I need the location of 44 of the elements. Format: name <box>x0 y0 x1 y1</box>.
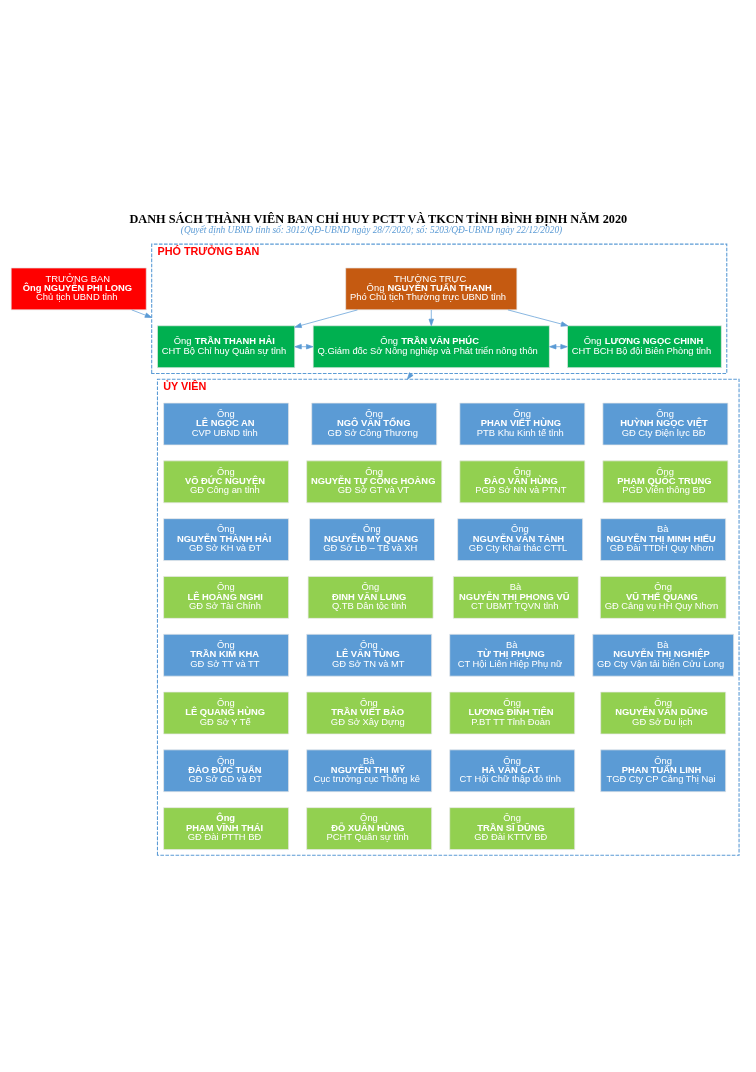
node-box: Ông NGUYỄN TỰ CÔNG HOÀNG GĐ Sở GT và VT <box>306 460 443 504</box>
node-box: Bà NGUYỄN THỊ PHONG VŨ CT UBMT TQVN tỉnh <box>452 576 579 619</box>
node-box: Bà NGUYỄN THỊ NGHIỆP GĐ Cty Vận tải biển Cửu Long <box>592 633 734 677</box>
node-box: Ông ĐÀO ĐỨC TUẤN GĐ Sở GD và ĐT <box>163 749 289 793</box>
node-box: Ông LÊ QUANG HÙNG GĐ Sở Y Tế <box>163 691 289 735</box>
arrow <box>507 309 569 327</box>
node-box: Ông LÊ VĂN TÙNG GĐ Sở TN và MT <box>306 633 432 677</box>
node-box: Ông PHẠM VĨNH THÁI GĐ Đài PTTH BĐ <box>163 807 289 850</box>
node-box: Ông LÊ HOÀNG NGHI GĐ Sở Tài Chính <box>163 576 289 619</box>
node-box: Ông ĐÀO VĂN HÙNG PGĐ Sở NN và PTNT <box>459 460 586 504</box>
arrow <box>428 309 434 327</box>
node-box: Bà NGUYỄN THỊ MINH HIẾU GĐ Đài TTDH Quy Nhơn <box>600 518 727 561</box>
node-box: Ông VŨ THẾ QUANG GĐ Cảng vụ HH Quy Nhơn <box>600 576 727 619</box>
node-box: Ông PHAN TUẤN LINH TGĐ Cty CP Cảng Thị Nại <box>600 749 727 793</box>
node-box: Ông PHẠM QUỐC TRUNG PGĐ Viễn thông BĐ <box>602 460 729 504</box>
caption: (Quyết định UBND tỉnh số: 3012/QĐ-UBND ngày 28/7/2020; số: 5203/QĐ-UBND ngày 22/12/2020) <box>180 224 563 235</box>
arrow <box>549 344 568 350</box>
node-box: Ông VÕ ĐỨC NGUYỆN GĐ Công an tỉnh <box>163 460 289 504</box>
node-box: Ông NGUYỄN VĂN TÁNH GĐ Cty Khai thác CTTL <box>457 518 583 561</box>
node-box: Ông PHAN VIẾT HÙNG PTB Khu Kinh tế tỉnh <box>459 402 586 446</box>
arrow <box>294 344 314 350</box>
node-box: Ông TRẦN VIẾT BẢO GĐ Sở Xây Dựng <box>306 691 432 735</box>
arrow <box>131 309 153 318</box>
node-box: Ông TRẦN THANH HẢI CHT Bộ Chỉ huy Quân sự tỉnh <box>157 325 296 369</box>
node-box: Ông NGUYỄN VĂN DŨNG GĐ Sở Du lịch <box>600 691 727 735</box>
node-box: Bà TỪ THỊ PHỤNG CT Hội Liên Hiệp Phụ nữ <box>449 633 576 677</box>
node-box: THƯỜNG TRỰC Ông NGUYỄN TUẤN THANH Phó Chủ tịch Thường trực UBND tỉnh <box>345 267 518 311</box>
node-box: TRƯỞNG BAN Ông NGUYỄN PHI LONG Chủ tịch UBND tỉnh <box>10 267 147 311</box>
node-box: Ông NGÔ VĂN TỔNG GĐ Sở Công Thương <box>311 402 438 446</box>
diagram-title: DANH SÁCH THÀNH VIÊN BAN CHỈ HUY PCTT VÀ TKCN TỈNH BÌNH ĐỊNH NĂM 2020 <box>129 211 628 226</box>
node-box: Ông ĐỖ XUÂN HÙNG PCHT Quân sự tỉnh <box>306 807 432 850</box>
node-box: Ông NGUYỄN MỸ QUANG GĐ Sở LĐ – TB và XH <box>309 518 435 561</box>
node-box: Ông HUỲNH NGỌC VIỆT GĐ Cty Điện lực BĐ <box>602 402 729 446</box>
node-box: Ông HÀ VĂN CÁT CT Hội Chữ thập đỏ tỉnh <box>449 749 576 793</box>
node-box: Bà NGUYỄN THỊ MỸ Cục trưởng cục Thống kê <box>306 749 432 793</box>
node-box: Ông LÊ NGỌC AN CVP UBND tỉnh <box>163 402 289 446</box>
node-box: Ông TRẦN KIM KHA GĐ Sở TT và TT <box>163 633 289 677</box>
node-box: Ông LƯƠNG ĐÌNH TIÊN P.BT TT Tỉnh Đoàn <box>449 691 576 735</box>
node-box: Ông TRẦN VĂN PHÚC Q.Giám đốc Sở Nông nghiệp và Phát triển nông thôn <box>312 325 550 369</box>
node-box: Ông LƯƠNG NGỌC CHINH CHT BCH Bộ đội Biên Phòng tỉnh <box>567 325 722 369</box>
node-box: Ông ĐINH VĂN LUNG Q.TB Dân tộc tỉnh <box>307 576 434 619</box>
arrow <box>294 309 358 328</box>
node-box: Ông NGUYỄN THÀNH HẢI GĐ Sở KH và ĐT <box>163 518 289 561</box>
node-box: Ông TRẦN SĨ DŨNG GĐ Đài KTTV BĐ <box>449 807 576 850</box>
